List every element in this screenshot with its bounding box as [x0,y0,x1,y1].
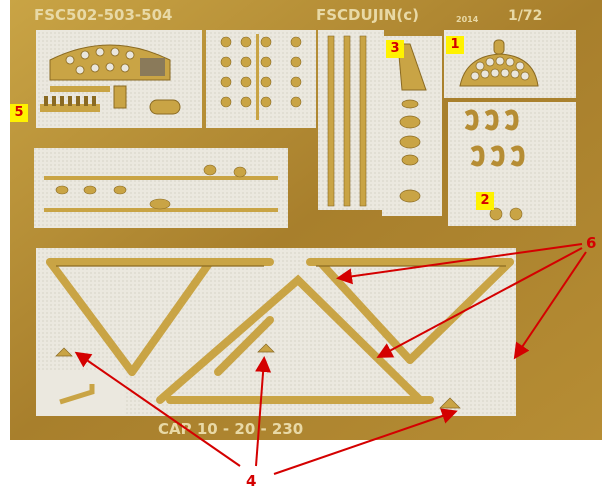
instrument-panel-part [36,30,202,128]
fret-code: FSC502-503-504 [34,6,172,24]
photo-etch-fret: FSC502-503-504 FSCDUJIN(c) 2014 1/72 [10,0,602,440]
callout-4: 4 [246,472,257,490]
comb-part [40,96,100,112]
callout-6: 6 [586,234,597,252]
part-3-column [382,36,442,216]
part-label-5: 5 [10,104,28,122]
bottom-frame-carrier [36,248,516,416]
small-parts-panel [206,30,316,128]
part-label-1: 1 [446,36,464,54]
struts-panel [318,30,384,210]
fret-title: CAP 10 - 20 - 230 [158,420,303,438]
fret-maker: FSCDUJIN(c) [316,6,419,24]
part-label-3: 3 [386,40,404,58]
canopy-frame-part [444,30,576,98]
fret-scale: 1/72 [508,8,542,24]
part-label-2: 2 [476,192,494,210]
control-rods-panel [34,148,288,228]
fret-year: 2014 [456,15,479,24]
hooks-part [448,102,576,226]
